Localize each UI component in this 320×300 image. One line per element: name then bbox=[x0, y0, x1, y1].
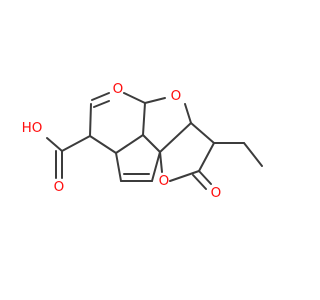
bond bbox=[243, 142, 263, 167]
bond bbox=[123, 92, 146, 104]
bond-layer bbox=[46, 92, 263, 190]
bond bbox=[151, 151, 161, 182]
bond bbox=[142, 102, 146, 136]
hydroxyl-label: HO bbox=[22, 120, 43, 136]
bond bbox=[159, 122, 192, 153]
bond bbox=[198, 142, 215, 172]
bond bbox=[93, 100, 110, 108]
bond bbox=[169, 170, 200, 182]
carbonyl-oxygen-label: O bbox=[211, 185, 222, 201]
bond bbox=[198, 170, 212, 185]
bond bbox=[142, 134, 161, 153]
lactone-oxygen-label: O bbox=[159, 173, 170, 189]
bond bbox=[61, 135, 91, 152]
acid-oxygen-label: O bbox=[54, 179, 65, 195]
bond bbox=[46, 137, 63, 152]
molecule-diagram: O O O O O HO bbox=[22, 81, 263, 201]
bond bbox=[192, 174, 207, 190]
bond bbox=[89, 103, 92, 137]
bond bbox=[115, 134, 144, 154]
bond bbox=[144, 97, 166, 104]
bond bbox=[190, 122, 215, 144]
bond bbox=[89, 135, 117, 154]
bond bbox=[115, 152, 122, 182]
ring-oxygen-label: O bbox=[171, 88, 182, 104]
bond bbox=[91, 92, 110, 101]
bond bbox=[184, 103, 192, 124]
bond bbox=[159, 151, 163, 173]
atom-label-layer: O O O O O HO bbox=[22, 81, 222, 201]
ring-oxygen-label: O bbox=[113, 81, 124, 97]
structure-canvas: O O O O O HO bbox=[21, 81, 263, 201]
